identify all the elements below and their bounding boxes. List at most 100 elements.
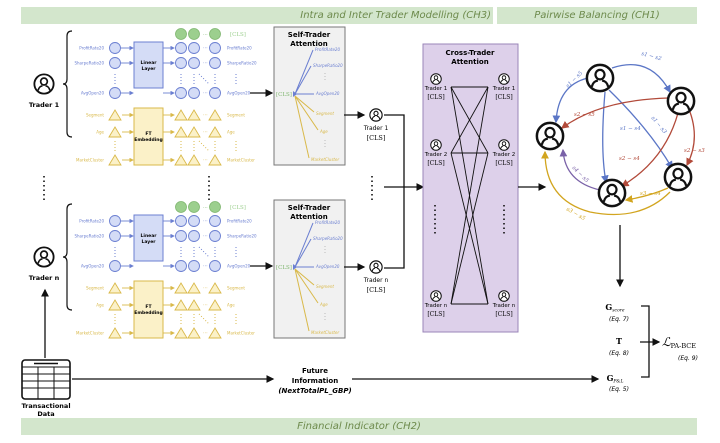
cls-embedding-node [188,28,200,40]
numeric-feature-output-label: SharpeRatio20 [227,234,257,239]
edge-label: s3 − s5 [565,207,586,223]
trader-node-icon [585,63,615,93]
cls-embedding-node [175,28,187,40]
self-attn-title-1: Self-Trader [288,204,331,212]
numeric-embedding-node [188,57,200,69]
numeric-embedding-node [175,230,187,242]
categorical-embedding-node [174,154,188,166]
trader-node-icon [535,121,565,151]
svg-text:FT: FT [145,304,152,310]
self-attn-categorical-label: MarketCluster [311,330,339,335]
feature-brace [62,203,73,311]
ellipsis: ··· [203,61,208,67]
cross-trader-label: Trader 2 [424,152,448,158]
edge-label: s1 − s2 [640,51,662,62]
categorical-feature-label: MarketCluster [76,331,104,336]
cls-embedding-node [188,201,200,213]
cross-trader-icon [498,139,510,151]
numeric-embedding-node [209,230,221,242]
numeric-embedding-node [209,260,221,272]
cls-token-label: [CLS] [276,92,292,98]
categorical-embedding-node [187,154,201,166]
categorical-embedding-node [174,109,188,121]
cls-token: [CLS] [427,160,444,167]
t-matrix: T [616,336,622,346]
categorical-feature-output-label: Segment [227,286,245,291]
banner-ch3: Intra and Inter Trader Modelling (CH3) [21,7,493,24]
numeric-embedding-node [175,57,187,69]
cross-attn-title-1: Cross-Trader [446,49,496,57]
numeric-feature-output-label: AvgOpen20 [227,91,251,96]
pairwise-edge-blue: s1 − s2 [611,51,671,94]
edge-label: s2 − s3 [684,148,705,154]
loss-symbol: ℒPA-BCE [662,335,696,350]
numeric-input-node [109,42,121,54]
cross-trader-icon [430,139,442,151]
trader-icon [33,73,55,95]
numeric-feature-output-label: SharpeRatio20 [227,61,257,66]
categorical-feature-label: Segment [86,113,104,118]
numeric-embedding-node [175,260,187,272]
numeric-embedding-node [209,87,221,99]
g-pl: GP&L [607,373,624,385]
categorical-feature-label: Segment [86,286,104,291]
ellipsis: ··· [203,331,208,337]
pairwise-edge-blue: s1 − s4 [600,91,641,184]
self-attn-categorical-label: Segment [316,284,334,289]
numeric-feature-label: AvgOpen20 [81,91,105,96]
cls-token-label: [CLS] [230,205,246,211]
numeric-embedding-node [188,87,200,99]
trader-node-icon [597,178,627,208]
edge-label: s1 − s3 [649,115,667,135]
categorical-embedding-node [187,282,201,294]
ellipsis-vertical [43,176,373,200]
ft-embedding-block [133,107,164,166]
trader-icon [369,108,383,122]
cross-trader-icon [498,290,510,302]
svg-text:Embedding: Embedding [134,137,162,143]
numeric-input-node [109,87,121,99]
self-attn-categorical-label: MarketCluster [311,157,339,162]
ellipsis: ··· [203,91,208,97]
cls-output-trader-1: Trader 1 [CLS] [363,108,389,142]
categorical-embedding-node [187,327,201,339]
self-attn-categorical-label: Age [319,129,328,134]
cls-output-label: Trader 1 [363,125,389,132]
categorical-feature-output-label: Age [227,130,235,135]
pairwise-edge-purple: s4 − s5 [559,148,601,191]
categorical-feature-label: Age [96,303,104,308]
eq-9: (Eq. 9) [678,355,698,362]
cross-trader-label: Trader 1 [424,86,448,92]
svg-text:FT: FT [145,131,152,137]
table-icon [21,359,71,400]
trader-icon [369,260,383,274]
svg-text:Transactional: Transactional [21,402,70,410]
eq-8: (Eq. 8) [609,350,629,357]
self-attn-numeric-label: AvgOpen20 [315,264,340,269]
self-trader-attention: Self-TraderAttention[CLS]ProfitRate20Sha… [273,199,346,339]
edge-label: s2 − s5 [574,112,595,118]
categorical-embedding-node [208,327,222,339]
svg-text:Linear: Linear [141,233,158,239]
svg-text:Linear: Linear [141,60,158,66]
categorical-feature-output-label: MarketCluster [227,158,255,163]
categorical-embedding-node [208,154,222,166]
categorical-embedding-node [187,109,201,121]
categorical-input-node [108,299,122,311]
linear-layer-block [133,214,164,262]
categorical-embedding-node [208,126,222,138]
numeric-embedding-node [188,260,200,272]
self-attn-categorical-label: Segment [316,111,334,116]
pairwise-edge-yellow: s3 − s4 [624,187,669,203]
numeric-input-node [109,57,121,69]
numeric-embedding-node [209,42,221,54]
numeric-embedding-node [209,215,221,227]
pairwise-edge-red: s2 − s3 [684,111,705,167]
ellipsis: ··· [203,303,208,309]
banner-ch2-label: Financial Indicator (CH2) [297,421,421,432]
numeric-feature-label: SharpeRatio20 [74,61,104,66]
categorical-feature-output-label: MarketCluster [227,331,255,336]
categorical-embedding-node [187,299,201,311]
categorical-embedding-node [174,299,188,311]
self-attn-numeric-label: ProfitRate20 [315,47,340,52]
